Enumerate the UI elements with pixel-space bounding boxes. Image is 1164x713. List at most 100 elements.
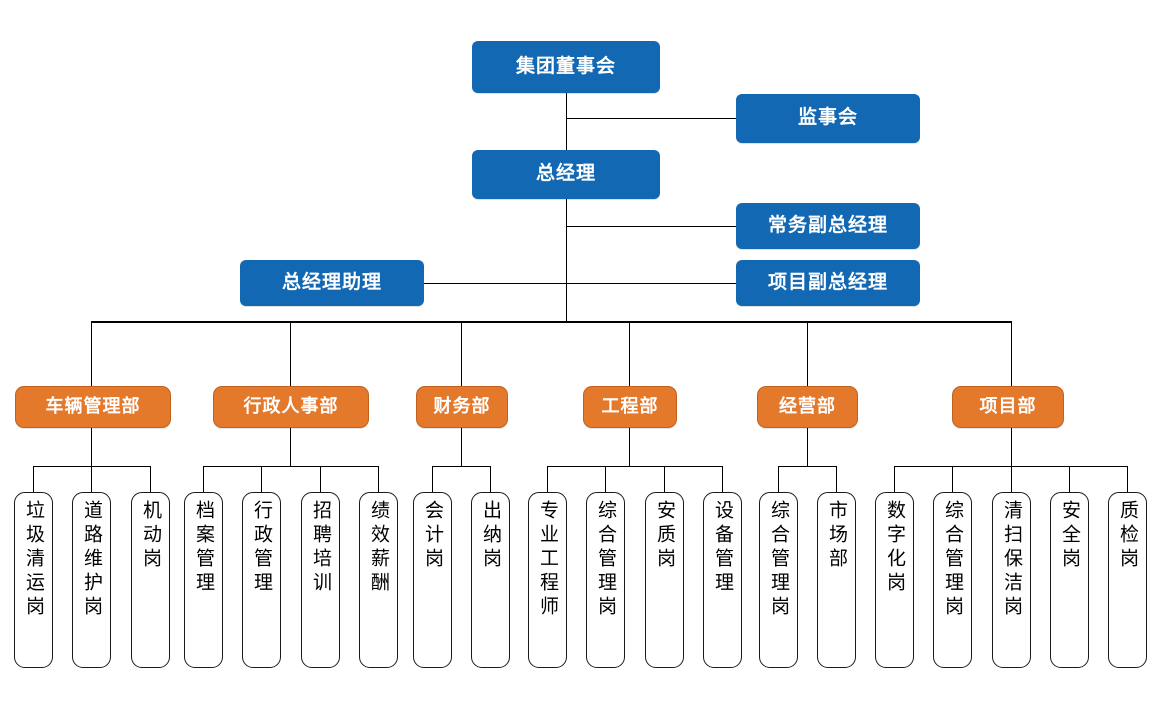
drop-dept-5 <box>807 321 808 386</box>
leaf-position-label: 行政管理 <box>251 500 273 596</box>
drop-dept-2 <box>290 321 291 386</box>
leaf-position-box[interactable]: 综合管理岗 <box>933 492 972 668</box>
drop-leaf-16 <box>894 466 895 492</box>
stem-dept-1 <box>91 428 92 466</box>
leaf-position-label: 综合管理岗 <box>768 500 790 620</box>
node-department-finance[interactable]: 财务部 <box>416 386 508 428</box>
drop-leaf-3 <box>150 466 151 492</box>
drop-dept-1 <box>91 321 92 386</box>
drop-leaf-2 <box>91 466 92 492</box>
leaf-position-box[interactable]: 机动岗 <box>131 492 170 668</box>
node-gm-assistant[interactable]: 总经理助理 <box>240 260 424 306</box>
drop-leaf-18 <box>1011 466 1012 492</box>
stem-dept-3 <box>461 428 462 466</box>
node-supervisory-board[interactable]: 监事会 <box>736 94 920 143</box>
leaf-position-box[interactable]: 绩效薪酬 <box>359 492 398 668</box>
leaf-position-box[interactable]: 质检岗 <box>1108 492 1147 668</box>
leaf-bus-dept-4 <box>547 466 722 467</box>
leaf-position-label: 专业工程师 <box>537 500 559 620</box>
node-department-project-label: 项目部 <box>979 396 1037 417</box>
node-department-engineering[interactable]: 工程部 <box>583 386 677 428</box>
leaf-position-label: 市场部 <box>826 500 848 572</box>
leaf-bus-dept-5 <box>778 466 836 467</box>
leaf-position-label: 综合管理岗 <box>942 500 964 620</box>
leaf-position-box[interactable]: 设备管理 <box>703 492 742 668</box>
leaf-position-label: 机动岗 <box>140 500 162 572</box>
node-department-operations[interactable]: 经营部 <box>757 386 858 428</box>
node-general-manager[interactable]: 总经理 <box>472 150 660 199</box>
leaf-bus-dept-2 <box>203 466 378 467</box>
leaf-position-box[interactable]: 会计岗 <box>413 492 452 668</box>
drop-leaf-6 <box>320 466 321 492</box>
drop-leaf-20 <box>1127 466 1128 492</box>
leaf-position-box[interactable]: 市场部 <box>817 492 856 668</box>
leaf-position-box[interactable]: 专业工程师 <box>528 492 567 668</box>
drop-leaf-7 <box>378 466 379 492</box>
leaf-position-label: 招聘培训 <box>310 500 332 596</box>
node-executive-deputy-gm[interactable]: 常务副总经理 <box>736 203 920 249</box>
department-bus <box>91 321 1012 323</box>
leaf-position-box[interactable]: 安质岗 <box>645 492 684 668</box>
stem-dept-6 <box>1011 428 1012 466</box>
node-general-manager-label: 总经理 <box>535 163 596 185</box>
drop-leaf-17 <box>952 466 953 492</box>
leaf-position-label: 道路维护岗 <box>81 500 103 620</box>
drop-leaf-12 <box>664 466 665 492</box>
node-board-of-directors[interactable]: 集团董事会 <box>472 41 660 93</box>
node-supervisory-board-label: 监事会 <box>797 107 858 129</box>
leaf-position-label: 清扫保洁岗 <box>1001 500 1023 620</box>
leaf-position-label: 设备管理 <box>712 500 734 596</box>
leaf-position-box[interactable]: 行政管理 <box>242 492 281 668</box>
leaf-position-box[interactable]: 清扫保洁岗 <box>992 492 1031 668</box>
drop-leaf-10 <box>547 466 548 492</box>
connector-board-to-gm <box>566 93 567 150</box>
connector-to-project-deputy <box>424 283 736 284</box>
node-board-of-directors-label: 集团董事会 <box>515 55 616 77</box>
leaf-position-box[interactable]: 垃圾清运岗 <box>14 492 53 668</box>
leaf-bus-dept-3 <box>432 466 490 467</box>
stem-dept-4 <box>629 428 630 466</box>
stem-dept-2 <box>290 428 291 466</box>
drop-leaf-4 <box>203 466 204 492</box>
drop-leaf-5 <box>261 466 262 492</box>
node-department-vehicle-management[interactable]: 车辆管理部 <box>15 386 171 428</box>
leaf-position-box[interactable]: 安全岗 <box>1050 492 1089 668</box>
connector-to-supervisory <box>566 118 736 119</box>
leaf-bus-dept-6 <box>894 466 1127 467</box>
drop-leaf-15 <box>836 466 837 492</box>
leaf-position-label: 垃圾清运岗 <box>23 500 45 620</box>
leaf-position-label: 数字化岗 <box>884 500 906 596</box>
node-executive-deputy-gm-label: 常务副总经理 <box>767 214 888 236</box>
drop-dept-4 <box>629 321 630 386</box>
node-department-vehicle-management-label: 车辆管理部 <box>45 396 141 417</box>
leaf-position-box[interactable]: 数字化岗 <box>875 492 914 668</box>
leaf-position-label: 出纳岗 <box>480 500 502 572</box>
leaf-position-box[interactable]: 综合管理岗 <box>586 492 625 668</box>
stem-dept-5 <box>807 428 808 466</box>
leaf-position-box[interactable]: 招聘培训 <box>301 492 340 668</box>
node-department-engineering-label: 工程部 <box>601 396 659 417</box>
node-project-deputy-gm-label: 项目副总经理 <box>767 271 888 293</box>
node-department-admin-hr[interactable]: 行政人事部 <box>213 386 369 428</box>
leaf-position-label: 质检岗 <box>1117 500 1139 572</box>
drop-leaf-19 <box>1069 466 1070 492</box>
leaf-position-label: 安质岗 <box>654 500 676 572</box>
drop-leaf-9 <box>490 466 491 492</box>
node-department-project[interactable]: 项目部 <box>952 386 1064 428</box>
node-department-finance-label: 财务部 <box>433 396 491 417</box>
leaf-position-box[interactable]: 道路维护岗 <box>72 492 111 668</box>
node-department-admin-hr-label: 行政人事部 <box>243 396 339 417</box>
leaf-position-box[interactable]: 综合管理岗 <box>759 492 798 668</box>
drop-leaf-13 <box>722 466 723 492</box>
drop-dept-3 <box>461 321 462 386</box>
leaf-position-box[interactable]: 出纳岗 <box>471 492 510 668</box>
connector-gm-trunk <box>566 199 567 322</box>
leaf-position-label: 档案管理 <box>193 500 215 596</box>
connector-to-exec-deputy <box>566 226 736 227</box>
node-project-deputy-gm[interactable]: 项目副总经理 <box>736 260 920 306</box>
node-department-operations-label: 经营部 <box>779 396 836 417</box>
drop-dept-6 <box>1011 321 1012 386</box>
leaf-position-box[interactable]: 档案管理 <box>184 492 223 668</box>
leaf-position-label: 安全岗 <box>1059 500 1081 572</box>
